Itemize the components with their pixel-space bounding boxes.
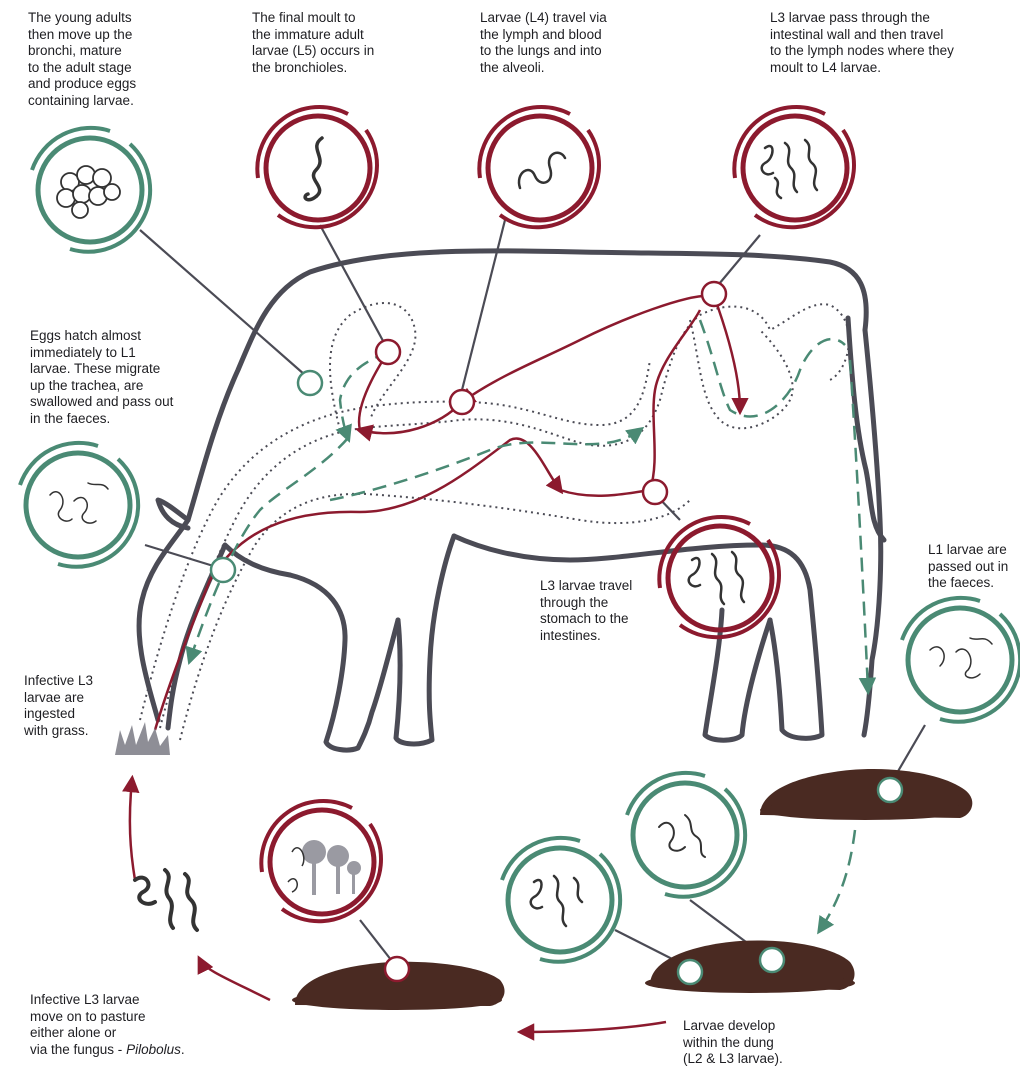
larvae-faeces-icon — [902, 598, 1020, 722]
label-eggs-hatch: Eggs hatch almost immediately to L1 larv… — [30, 328, 220, 427]
larvae-l1-icon — [20, 443, 138, 567]
label-pasture: Infective L3 larvae move on to pasture e… — [30, 992, 200, 1058]
larvae-lymph-icon — [734, 107, 854, 227]
cow-icon — [139, 251, 884, 750]
larvae-dung-l3-icon — [502, 838, 620, 962]
larva-l5-icon — [257, 107, 377, 227]
label-l1-faeces: L1 larvae are passed out in the faeces. — [928, 542, 1018, 592]
label-pasture-end: . — [181, 1042, 185, 1057]
label-pasture-fungus: Pilobolus — [126, 1042, 181, 1057]
label-l4-travel: Larvae (L4) travel via the lymph and blo… — [480, 10, 650, 76]
label-ingested: Infective L3 larvae are ingested with gr… — [24, 673, 134, 739]
label-final-moult: The final moult to the immature adult la… — [252, 10, 412, 76]
label-l3-stomach: L3 larvae travel through the stomach to … — [540, 578, 670, 644]
pilobolus-fungus-icon — [261, 801, 381, 921]
larva-l4-icon — [479, 107, 599, 227]
eggs-icon — [32, 128, 150, 252]
label-l3-intestinal: L3 larvae pass through the intestinal wa… — [770, 10, 1000, 76]
label-adults: The young adults then move up the bronch… — [28, 10, 178, 109]
pasture-larvae-icon — [135, 870, 197, 930]
larvae-dung-l2-icon — [627, 773, 745, 897]
label-dung-develop: Larvae develop within the dung (L2 & L3 … — [683, 1018, 813, 1068]
